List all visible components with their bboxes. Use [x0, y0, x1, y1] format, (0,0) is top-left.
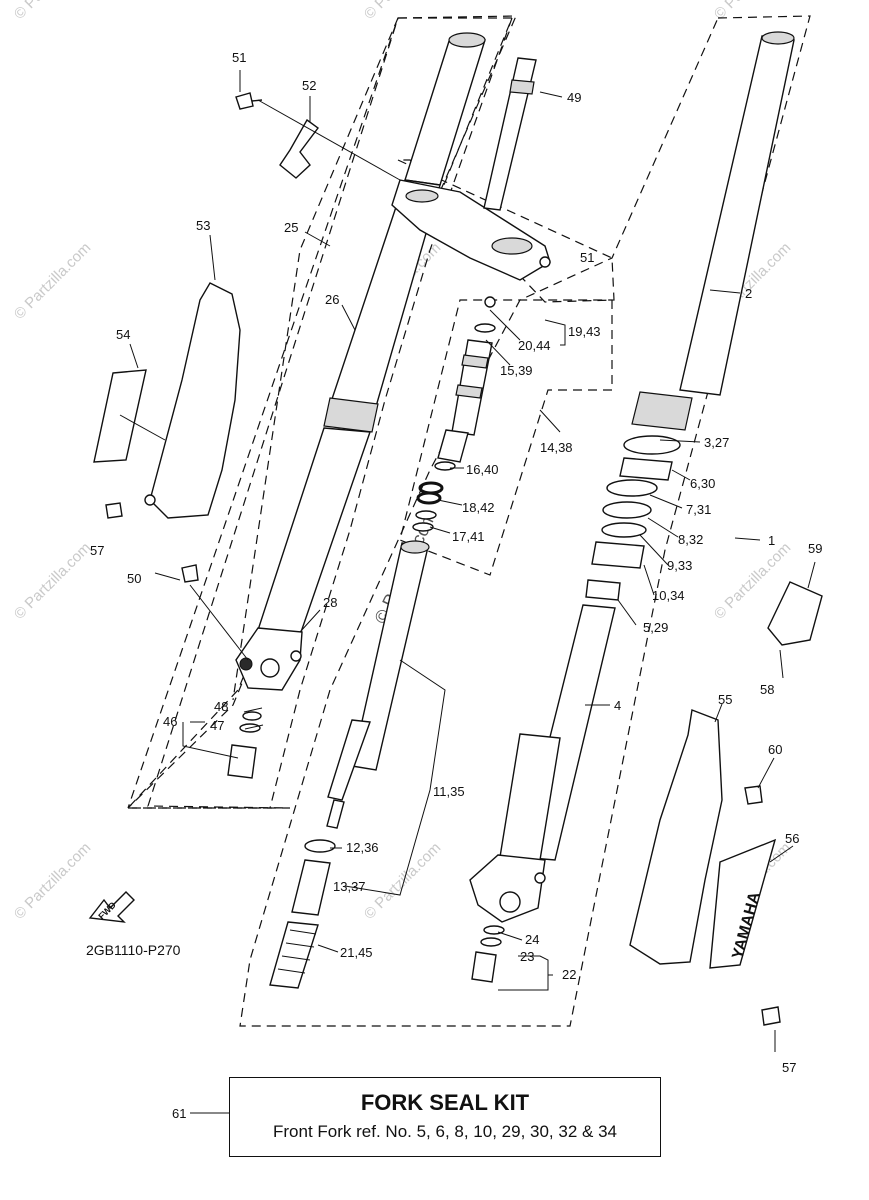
callout: 52	[302, 78, 316, 93]
fwd-arrow-icon: FWD	[88, 891, 135, 923]
callout: 59	[808, 541, 822, 556]
kit-title: FORK SEAL KIT	[360, 1090, 530, 1115]
callout: 28	[323, 595, 337, 610]
callout: 46	[163, 714, 177, 729]
callout: 55	[718, 692, 732, 707]
callout: 10,34	[652, 588, 685, 603]
kit-ref-label: 61	[172, 1106, 186, 1121]
callout: 50	[127, 571, 141, 586]
drawing-code: 2GB1110-P270	[86, 942, 181, 958]
callout-labels: 51 52 49 53 25 26 54 51 2 19,43 20,44 15…	[90, 50, 822, 1075]
callout: 25	[284, 220, 298, 235]
callout: 53	[196, 218, 210, 233]
callout: 4	[614, 698, 621, 713]
callout: 57	[782, 1060, 796, 1075]
watermark: © Partzilla.com	[361, 0, 444, 23]
left-fork-guard	[93, 282, 241, 519]
damper-rod	[269, 540, 430, 989]
callout: 19,43	[568, 324, 601, 339]
callout: 9,33	[667, 558, 692, 573]
right-fork-guard: YAMAHA	[629, 581, 823, 1026]
callout: 8,32	[678, 532, 703, 547]
callout: 23	[520, 949, 534, 964]
callout: 16,40	[466, 462, 499, 477]
steering-stem	[483, 57, 537, 211]
callout: 22	[562, 967, 576, 982]
callout: 6,30	[690, 476, 715, 491]
callout: 60	[768, 742, 782, 757]
callout: 2	[745, 286, 752, 301]
right-inner-tube	[469, 604, 616, 923]
watermark: © Partzilla.com	[11, 839, 94, 922]
callout: 48	[214, 699, 228, 714]
callout: 3,27	[704, 435, 729, 450]
kit-description: Front Fork ref. No. 5, 6, 8, 10, 29, 30,…	[273, 1122, 617, 1141]
callout: 57	[90, 543, 104, 558]
callout: 47	[210, 718, 224, 733]
callout: 13,37	[333, 879, 366, 894]
watermark: © Partzilla.com	[711, 0, 794, 23]
seal-stack	[585, 435, 681, 601]
callout: 58	[760, 682, 774, 697]
watermark: © Partzilla.com	[11, 539, 94, 622]
right-outer-tube	[631, 31, 795, 431]
callout: 20,44	[518, 338, 551, 353]
assembly-boundaries	[126, 15, 811, 1027]
left-outer-tube	[257, 32, 486, 636]
watermark: © Partzilla.com	[11, 239, 94, 322]
callout: 51	[580, 250, 594, 265]
callout: 18,42	[462, 500, 495, 515]
callout: 7,31	[686, 502, 711, 517]
callout: 24	[525, 932, 539, 947]
watermark: © Partzilla.com	[11, 0, 94, 23]
callout: 15,39	[500, 363, 533, 378]
bolt-and-bracket	[235, 92, 319, 179]
callout: 11,35	[433, 784, 465, 799]
callout: 1	[768, 533, 775, 548]
leader-lines	[119, 70, 816, 1114]
callout: 26	[325, 292, 339, 307]
callout: 14,38	[540, 440, 573, 455]
bolt-50	[181, 564, 199, 583]
callout: 54	[116, 327, 130, 342]
callout: 17,41	[452, 529, 485, 544]
callout: 49	[567, 90, 581, 105]
callout: 51	[232, 50, 246, 65]
callout: 5,29	[643, 620, 668, 635]
damper-cartridge	[412, 296, 496, 532]
callout: 12,36	[346, 840, 379, 855]
fork-seal-kit-box: FORK SEAL KIT Front Fork ref. No. 5, 6, …	[229, 1077, 661, 1157]
callout: 21,45	[340, 945, 373, 960]
triple-clamp	[391, 179, 551, 281]
axle-bolts	[227, 711, 505, 983]
left-axle-bracket	[235, 627, 303, 691]
callout: 56	[785, 831, 799, 846]
